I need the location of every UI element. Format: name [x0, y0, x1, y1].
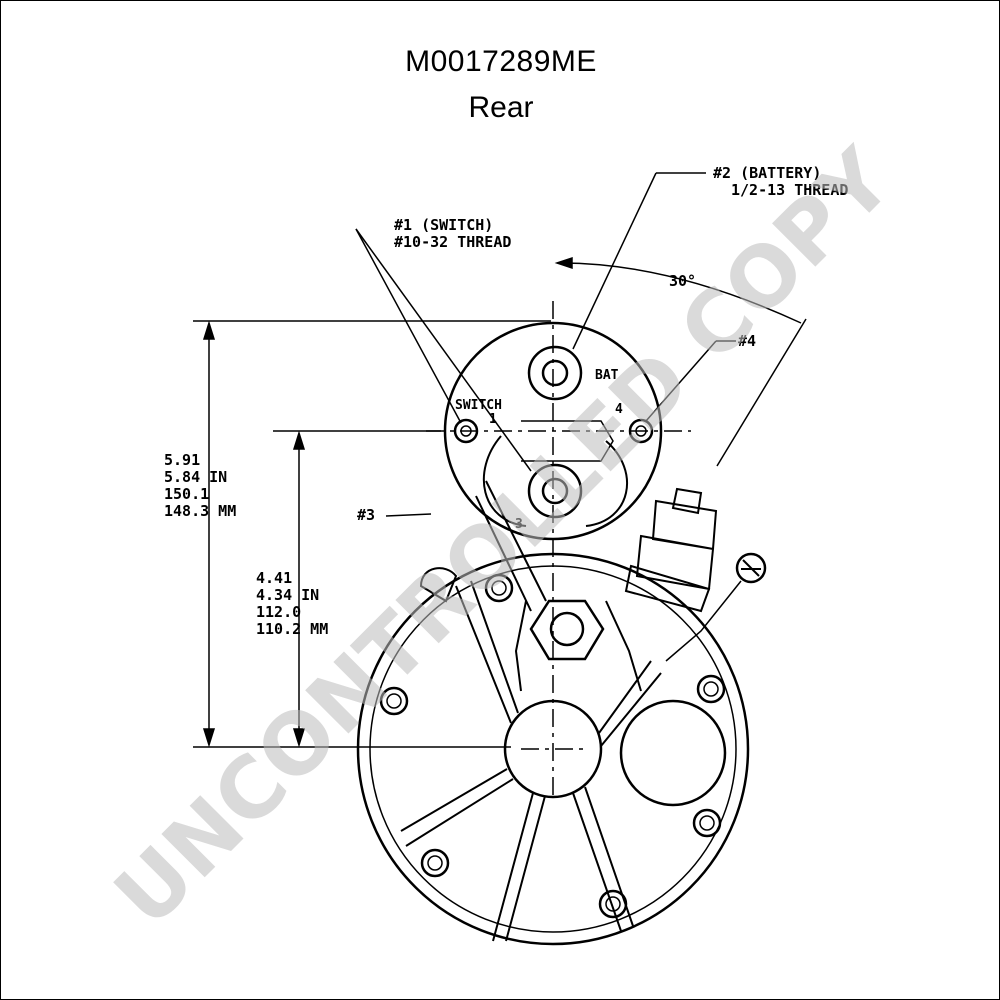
drawing-title: M0017289ME	[405, 45, 597, 78]
view-label: Rear	[468, 91, 534, 124]
mount-hole	[386, 693, 402, 709]
battery-terminal	[527, 345, 583, 401]
battery-stud	[541, 359, 569, 387]
center-dim-line2: 4.34 IN	[256, 586, 319, 604]
label-switch: SWITCH	[455, 398, 502, 413]
label-terminal-four: 4	[615, 402, 623, 417]
center-arrow-bottom	[292, 728, 306, 748]
wire-lug	[475, 480, 547, 612]
label-terminal-three: 3	[515, 517, 523, 532]
mount-hole	[484, 573, 514, 603]
watermark: UNCONTROLLED COPY	[96, 130, 911, 945]
overall-arrow-top	[202, 320, 216, 340]
angle-arrow	[554, 256, 573, 270]
mount-hole	[699, 815, 715, 831]
mount-hole	[427, 855, 443, 871]
ground-symbol	[735, 552, 767, 584]
ground-marker	[741, 559, 761, 577]
overall-dim-line4: 148.3 MM	[164, 502, 236, 520]
mount-hole	[379, 686, 409, 716]
nut-center	[549, 611, 585, 647]
center-arrow-top	[292, 430, 306, 450]
overall-arrow-bottom	[202, 728, 216, 748]
lug-end	[419, 567, 458, 603]
callout-terminal2-line1: #2 (BATTERY)	[713, 164, 821, 182]
mount-hole	[491, 580, 507, 596]
nut-bracket	[514, 600, 642, 692]
label-bat: BAT	[595, 368, 619, 383]
angle-arc	[560, 262, 802, 324]
stacked-fittings	[624, 499, 718, 613]
leader-switch	[355, 228, 462, 424]
angle-label: 30°	[669, 272, 696, 290]
callout-terminal1-line2: #10-32 THREAD	[394, 233, 511, 251]
hex-nut	[529, 599, 605, 661]
callout-terminal4: #4	[738, 332, 756, 350]
leader-switch-2	[355, 228, 532, 472]
ground-lead	[665, 580, 742, 662]
mount-hole	[696, 674, 726, 704]
center-dim-line4: 110.2 MM	[256, 620, 328, 638]
overall-dim-line1: 5.91	[164, 451, 200, 469]
mount-hole	[605, 896, 621, 912]
mount-hole	[598, 889, 628, 919]
motor-stud	[541, 477, 569, 505]
mount-hole	[420, 848, 450, 878]
motor-terminal	[527, 463, 583, 519]
center-dim-line3: 112.0	[256, 603, 301, 621]
center-dim-line1: 4.41	[256, 569, 292, 587]
callout-terminal1-line1: #1 (SWITCH)	[394, 216, 493, 234]
leader-battery	[572, 172, 657, 350]
overall-dim-line3: 150.1	[164, 485, 209, 503]
callout-terminal2-line2: 1/2-13 THREAD	[731, 181, 848, 199]
mount-hole	[692, 808, 722, 838]
terminal-strap	[521, 420, 614, 462]
leader-three	[385, 513, 432, 517]
bearing-boss	[619, 699, 727, 807]
callout-terminal3: #3	[357, 506, 375, 524]
leader-four	[645, 340, 717, 422]
label-terminal-one: 1	[489, 412, 497, 427]
overall-dim-line2: 5.84 IN	[164, 468, 227, 486]
mount-hole	[703, 681, 719, 697]
angle-ray	[716, 318, 807, 467]
housing-spokes	[400, 580, 662, 942]
terminal-strap	[482, 435, 629, 527]
fitting-stem	[671, 487, 703, 515]
